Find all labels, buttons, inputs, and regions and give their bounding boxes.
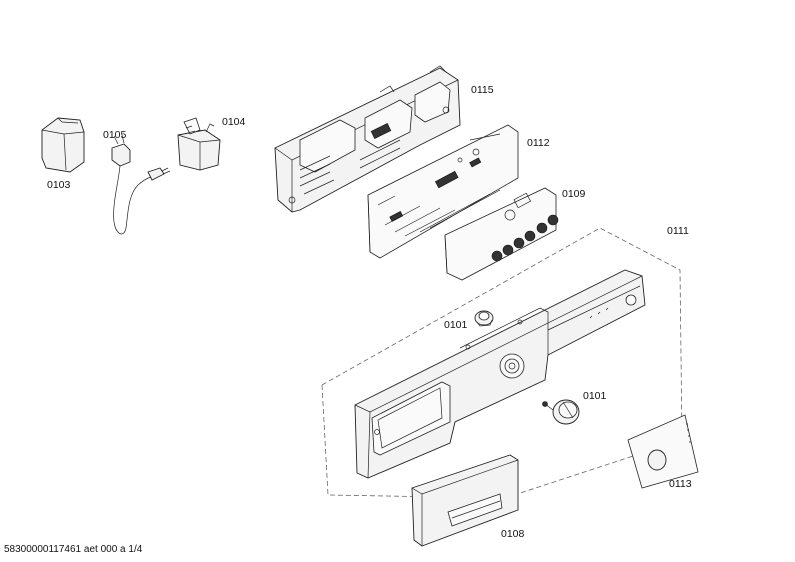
document-id: 58300000117461 aet 000 a 1/4	[4, 544, 143, 555]
label-0101-push-knob: 0101	[444, 319, 468, 331]
part-0113-cover-plate	[627, 414, 699, 489]
label-0115: 0115	[471, 84, 494, 96]
label-0105: 0105	[103, 129, 127, 141]
label-0111: 0111	[667, 225, 689, 237]
control-board-switches	[491, 214, 559, 262]
part-0101-rotary-knob	[542, 399, 580, 425]
part-0103-block	[41, 117, 85, 173]
part-0111-fascia-panel	[354, 269, 646, 479]
part-0109-control-board	[444, 187, 559, 281]
part-0112-main-board	[367, 124, 519, 259]
part-0104-filter	[177, 117, 221, 171]
part-0108-drawer-front	[411, 454, 519, 547]
label-0101-rotary-knob: 0101	[583, 390, 607, 402]
label-0108: 0108	[501, 528, 525, 540]
label-0109: 0109	[562, 188, 586, 200]
part-0115-housing-frame	[274, 65, 461, 213]
part-0101-push-knob	[474, 310, 494, 327]
label-0103: 0103	[47, 179, 71, 191]
board-components	[377, 133, 501, 237]
label-0113: 0113	[669, 478, 692, 490]
label-0104: 0104	[222, 116, 246, 128]
part-0105-power-cord	[111, 134, 171, 235]
label-0112: 0112	[527, 137, 550, 149]
